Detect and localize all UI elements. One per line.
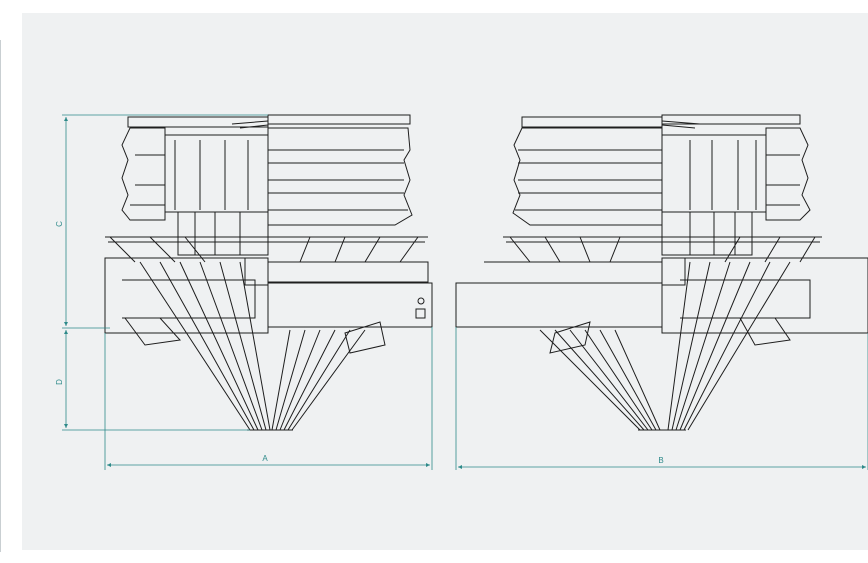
dimension-a-label: A (262, 454, 268, 463)
dimension-c-label: C (55, 221, 64, 227)
drawing-panel (22, 13, 868, 550)
dimension-d-label: D (55, 379, 64, 385)
dimension-lines (62, 114, 868, 470)
left-edge-line (0, 40, 1, 552)
machine-front-view (104, 114, 433, 431)
dimension-b-label: B (658, 456, 663, 465)
machine-side-view (455, 114, 868, 431)
